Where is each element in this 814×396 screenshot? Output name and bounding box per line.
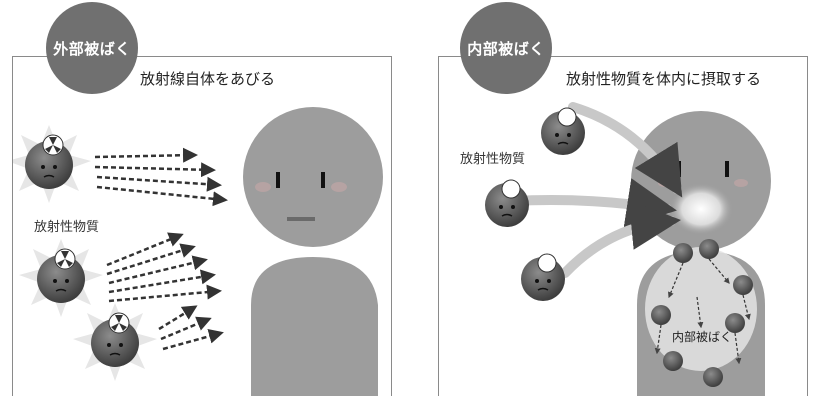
intake-arrow-icon (508, 102, 683, 278)
radioactive-particle-icon (19, 239, 103, 317)
spread-arrow-icon (654, 258, 751, 365)
person-figure-icon (243, 107, 383, 396)
external-exposure-panel (12, 56, 392, 396)
radioactive-particle-icon (521, 253, 565, 301)
external-exposure-badge: 外部被ばく (46, 2, 138, 94)
radioactive-particle-icon (13, 125, 91, 203)
radiation-arrow-icon (94, 147, 228, 351)
external-exposure-caption: 放射線自体をあびる (140, 70, 276, 88)
radioactive-particle-icon (73, 303, 157, 381)
radioactive-particle-icon (541, 107, 585, 155)
radioactive-particle-icon (485, 179, 529, 227)
internal-exposure-body-label: 内部被ばく (672, 330, 733, 344)
internal-exposure-panel (438, 56, 808, 396)
external-exposure-scene (13, 107, 383, 396)
radioactive-material-label-left: 放射性物質 (34, 220, 100, 235)
radioactive-material-label-right: 放射性物質 (460, 152, 526, 167)
internal-exposure-scene (485, 102, 771, 396)
internal-exposure-badge: 内部被ばく (460, 2, 552, 94)
internal-exposure-caption: 放射性物質を体内に摂取する (566, 70, 762, 88)
internal-particle-icon (651, 239, 753, 387)
